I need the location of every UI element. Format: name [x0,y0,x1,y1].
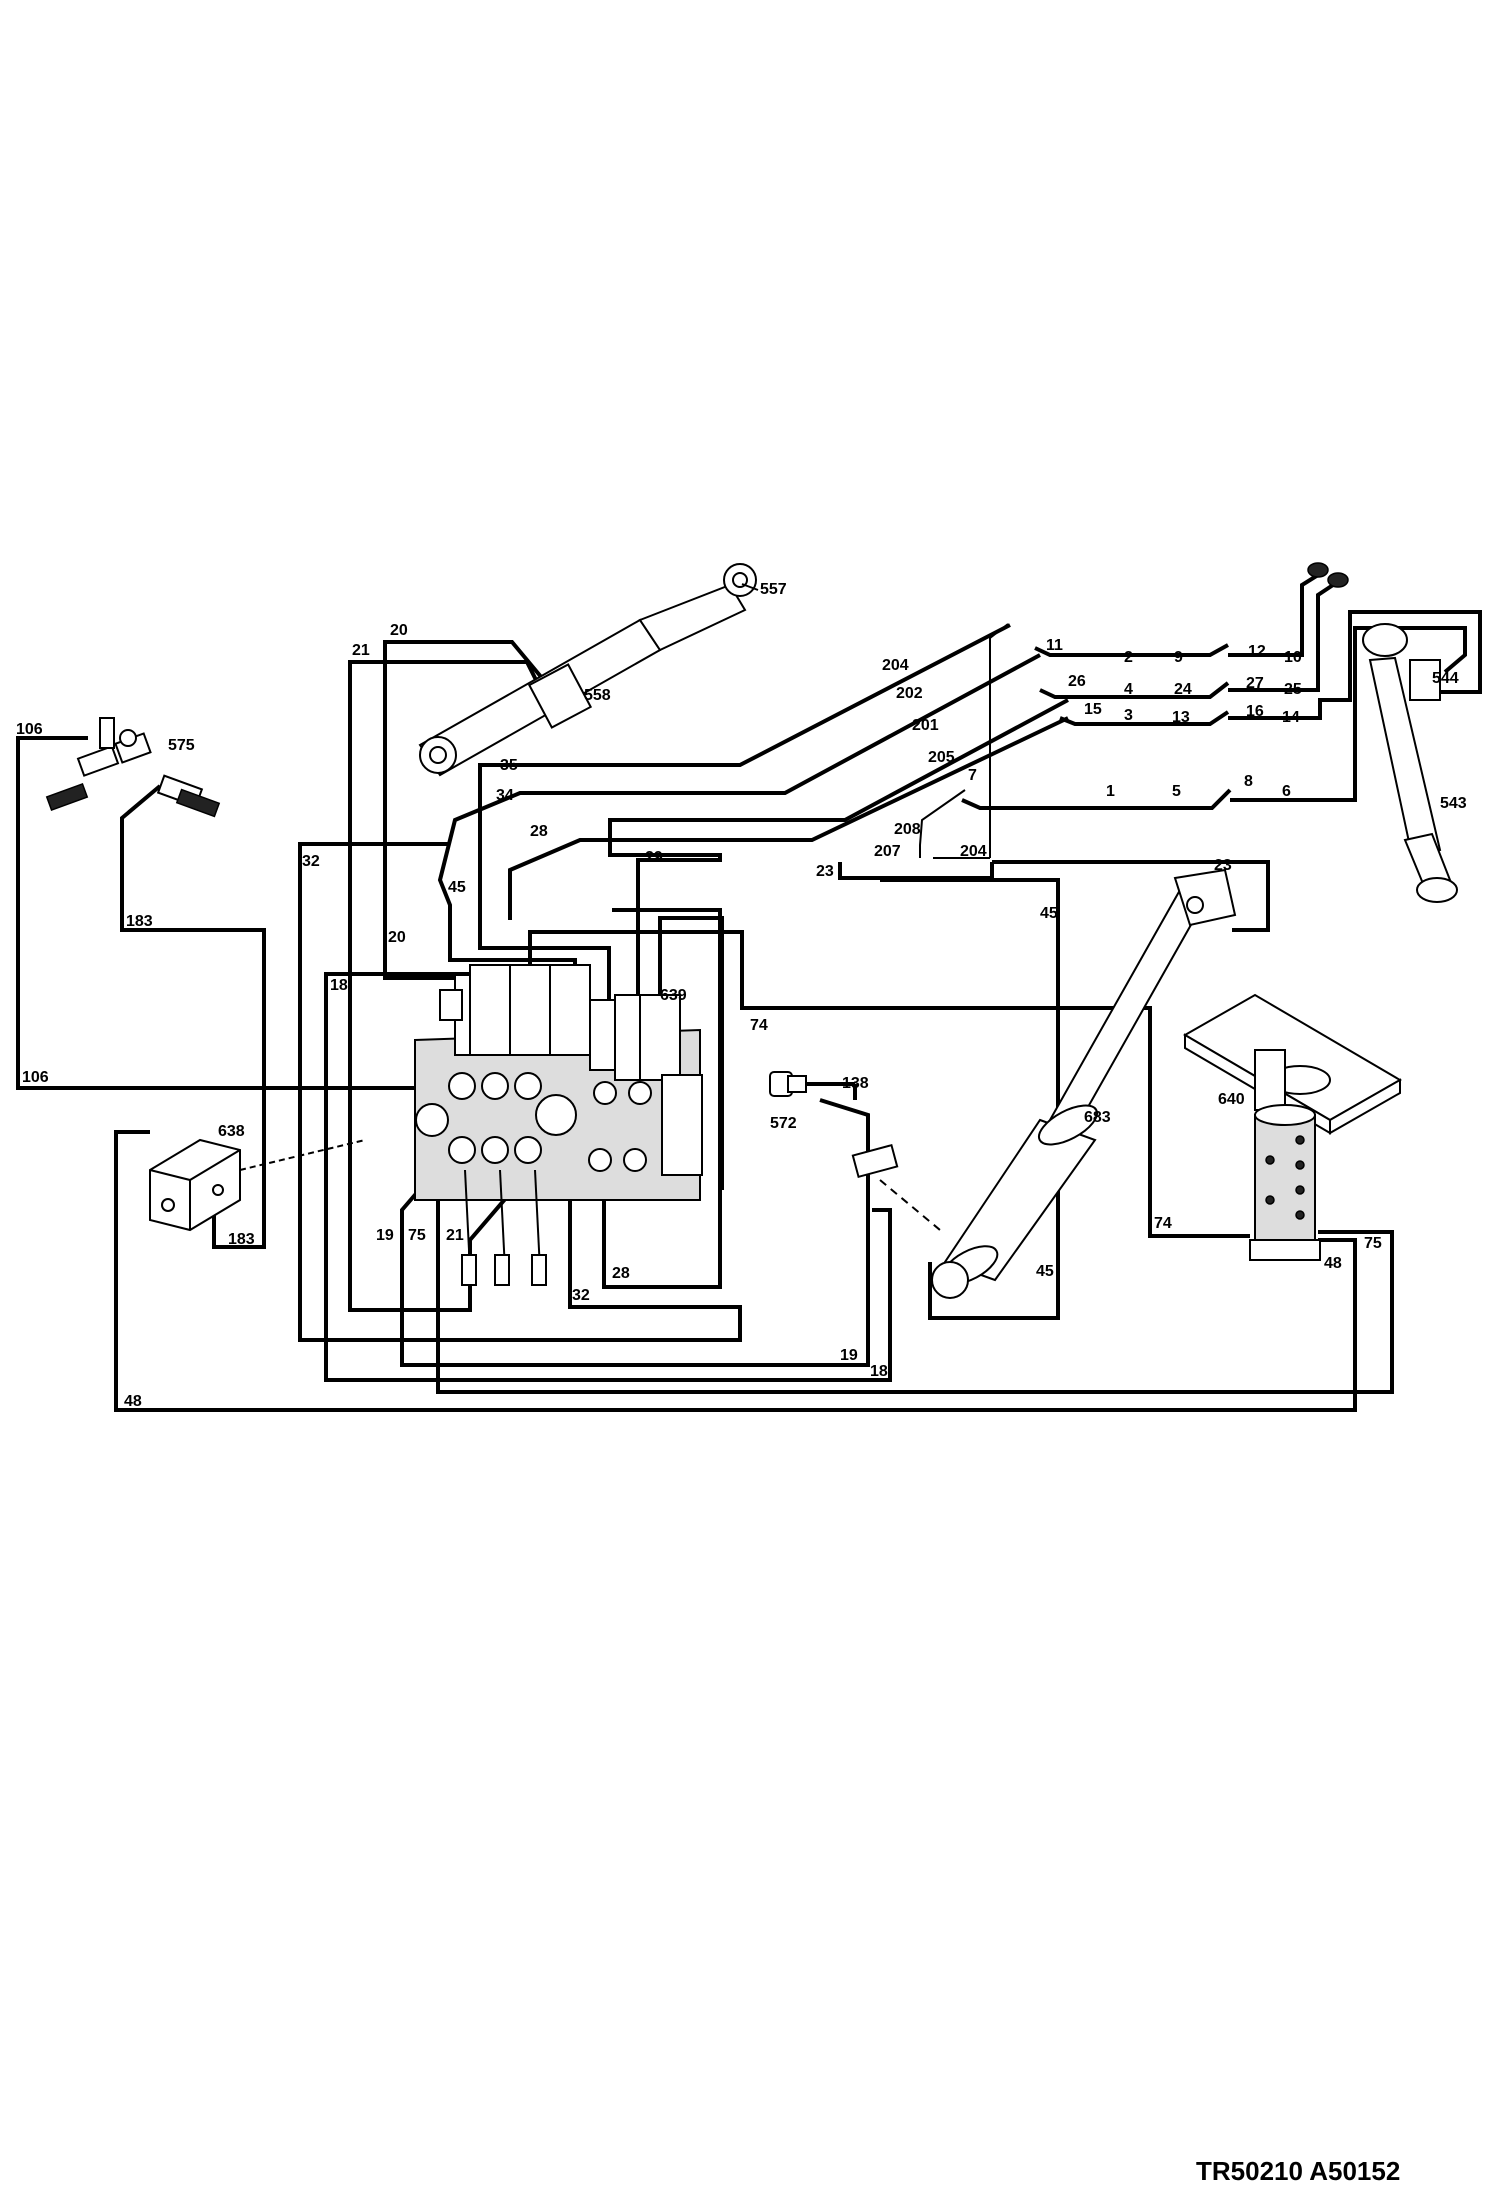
switch-572 [769,1071,857,1100]
label-23: 23 [1214,857,1232,874]
label-48: 48 [124,1393,142,1410]
label-5: 5 [1172,783,1181,800]
label-15: 15 [1084,701,1102,718]
swivel-640 [1183,993,1402,1261]
label-48: 48 [1324,1255,1342,1272]
label-9: 9 [1174,649,1183,666]
label-11: 11 [1046,637,1063,654]
label-558: 558 [584,687,611,704]
label-12: 12 [1248,643,1266,660]
label-208: 208 [894,821,921,838]
label-106: 106 [22,1069,49,1086]
label-2: 2 [1124,649,1133,666]
label-638: 638 [218,1123,245,1140]
label-13: 13 [1172,709,1190,726]
label-25: 25 [1284,681,1302,698]
block-638 [149,1138,366,1232]
label-572: 572 [770,1115,797,1132]
label-557: 557 [760,581,787,598]
label-19: 19 [376,1227,394,1244]
top-fittings [1307,562,1349,588]
label-20: 20 [388,929,406,946]
label-1: 1 [1106,783,1115,800]
label-201: 201 [912,717,939,734]
label-34: 34 [496,787,514,804]
fitting-138 [851,1143,941,1231]
label-16: 16 [1246,703,1264,720]
label-106: 106 [16,721,43,738]
label-29: 29 [645,849,663,866]
label-202: 202 [896,685,923,702]
label-21: 21 [352,642,370,659]
label-10: 10 [1284,649,1302,666]
label-205: 205 [928,749,955,766]
label-204: 204 [882,657,909,674]
label-7: 7 [968,767,977,784]
label-21: 21 [446,1227,464,1244]
label-45: 45 [1036,1263,1054,1280]
label-28: 28 [530,823,548,840]
label-45: 45 [1040,905,1058,922]
label-26: 26 [1068,673,1086,690]
label-23: 23 [816,863,834,880]
label-683: 683 [1084,1109,1111,1126]
label-640: 640 [1218,1091,1245,1108]
label-14: 14 [1282,709,1300,726]
cylinder-557 [418,563,759,777]
label-543: 543 [1440,795,1467,812]
label-8: 8 [1244,773,1253,790]
control-valve-639 [414,964,703,1286]
label-18: 18 [870,1363,888,1380]
label-575: 575 [168,737,195,754]
label-75: 75 [408,1227,426,1244]
label-20: 20 [390,622,408,639]
label-183: 183 [228,1231,255,1248]
drawing-reference: TR50210 A50152 [1196,2156,1400,2186]
cylinder-683 [931,868,1237,1299]
label-3: 3 [1124,707,1133,724]
label-6: 6 [1282,783,1291,800]
label-544: 544 [1432,670,1459,687]
label-24: 24 [1174,681,1192,698]
hose-lines [16,573,1482,1412]
cylinder-543 [1362,623,1458,903]
label-28: 28 [612,1265,630,1282]
label-32: 32 [302,853,320,870]
label-32: 32 [572,1287,590,1304]
label-207: 207 [874,843,901,860]
fitting-575 [45,717,221,818]
label-74: 74 [1154,1215,1172,1232]
label-204: 204 [960,843,987,860]
label-138: 138 [842,1075,869,1092]
label-75: 75 [1364,1235,1382,1252]
label-4: 4 [1124,681,1133,698]
label-19: 19 [840,1347,858,1364]
label-74: 74 [750,1017,768,1034]
label-183: 183 [126,913,153,930]
label-35: 35 [500,757,518,774]
callout-labels: 20 21 557 558 204 202 201 205 11 2 9 12 … [16,581,1467,1410]
label-45: 45 [448,879,466,896]
label-18: 18 [330,977,348,994]
label-639: 639 [660,987,687,1004]
label-27: 27 [1246,675,1264,692]
